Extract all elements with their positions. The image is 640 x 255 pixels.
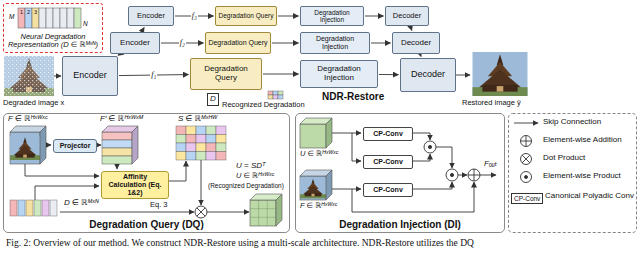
text-label: Fₒᵤₜ [484,160,497,169]
injection-box: Degradation Injection [300,32,370,54]
edge-label: f₃ [191,12,198,20]
node-text: Degradation Query (DQ) [89,219,203,230]
node-text: CP-Conv [373,130,403,138]
dq-panel-art [10,126,282,226]
injection-box: Degradation Injection [300,6,364,26]
conv-box: CP-Conv [363,183,413,197]
node-text: Decoder [393,12,421,20]
connector [142,28,144,32]
connector [365,16,384,17]
text-label: Recognized Degradation [222,101,305,109]
di-panel-art [300,118,496,212]
node-text: Degradation Query [208,39,267,47]
text-label: U = SDᵀ [236,162,265,171]
node-text: Neural Degradation Representation (D ∈ ℝ… [7,33,99,50]
edge-label: f₂ [179,39,186,47]
node-text: Degradation Injection [303,65,375,83]
text-label: M [9,13,14,20]
text-label: U ∈ ℝᴴˣᵂˣᶜ [236,172,274,180]
connector [117,55,119,57]
coder-box: Encoder [62,56,118,96]
text-label: Degraded image x [3,99,64,107]
text-label: CP-Conv [511,193,543,204]
figure-caption: Fig. 2: Overview of our method. We const… [6,238,636,248]
legend-text: Element-wise Addition [543,136,633,145]
query-box: Degradation Query [205,32,271,54]
text-label: 1 [18,9,25,15]
coder-box: Encoder [110,32,160,54]
text-label: F′ ∈ ℝᴴˣᵂˣᴹ [100,115,143,124]
text-label: S ∈ ℝᴹˣᴴᵂ [178,115,217,124]
node-text: Encoder [137,12,165,20]
connector [278,16,299,17]
node-text: Decoder [401,39,431,48]
text-label: F ∈ ℝᴴˣᵂˣᶜ [8,115,48,124]
coder-box: Decoder [385,6,429,26]
connector [420,55,422,57]
node-text: Encoder [73,71,107,81]
text-label: F ∈ ℝᴴˣᵂˣᶜ [300,202,337,210]
restored-image [473,52,528,96]
text-label: D ∈ ℝᴹˣᴺ [64,199,98,208]
detail-panel: Degradation Injection (DI)CP-ConvCP-Conv… [295,113,505,233]
text-label: (Recognized Degradation) [208,182,284,189]
node-text: Degradation Query [219,12,274,19]
text-label: 2 [25,9,32,15]
text-label: Eq. 3 [150,201,168,209]
node-text: Degradation Injection (DI) [339,219,461,230]
conv-box: CP-Conv [363,155,413,169]
injection-box: Degradation Injection [300,60,378,88]
connector [272,43,299,44]
text-label: U ∈ ℝᴴˣᵂˣᶜ [300,150,338,158]
node-text: Affinity Calculation (Eq. 1&2) [104,173,166,196]
affinity-box: Affinity Calculation (Eq. 1&2) [101,171,169,199]
connector [263,74,299,75]
legend-text: Skip Connection [543,118,633,127]
text-label: D [207,93,219,106]
connector [371,43,391,44]
projector-box: Projector [53,139,97,153]
coder-box: Encoder [128,6,174,26]
text-label: Restored image ŷ [462,99,521,107]
conv-box: CP-Conv [363,127,413,141]
query-box: Degradation Query [190,58,262,90]
node-text: Projector [60,142,91,150]
connector [379,74,399,75]
node-text: Decoder [411,70,445,80]
connector [411,27,412,31]
node-text: Degradation Query [193,65,259,83]
legend-art [509,114,637,233]
representation-box: Neural Degradation Representation (D ∈ ℝ… [3,3,103,53]
node-text: CP-Conv [373,158,403,166]
coder-box: Decoder [400,58,456,92]
query-box: Degradation Query [215,6,277,26]
ndr-matrix [18,8,81,28]
node-text: Encoder [120,39,150,48]
node-text: CP-Conv [373,186,403,194]
node-text: Degradation Injection [303,35,367,50]
coder-box: Decoder [392,32,440,54]
text-label: N [83,20,88,27]
legend-text: Canonical Polyadic Conv [545,192,635,201]
degraded-image [4,56,54,96]
text-label: NDR-Restore [322,91,384,102]
legend-text: Dot Product [543,154,633,163]
recognized-degradation-grid [268,91,283,99]
legend-text: Element-wise Product [543,172,633,181]
text-label: 3 [32,9,39,15]
edge-label: f₁ [150,71,157,79]
node-text: Degradation Injection [303,9,361,23]
